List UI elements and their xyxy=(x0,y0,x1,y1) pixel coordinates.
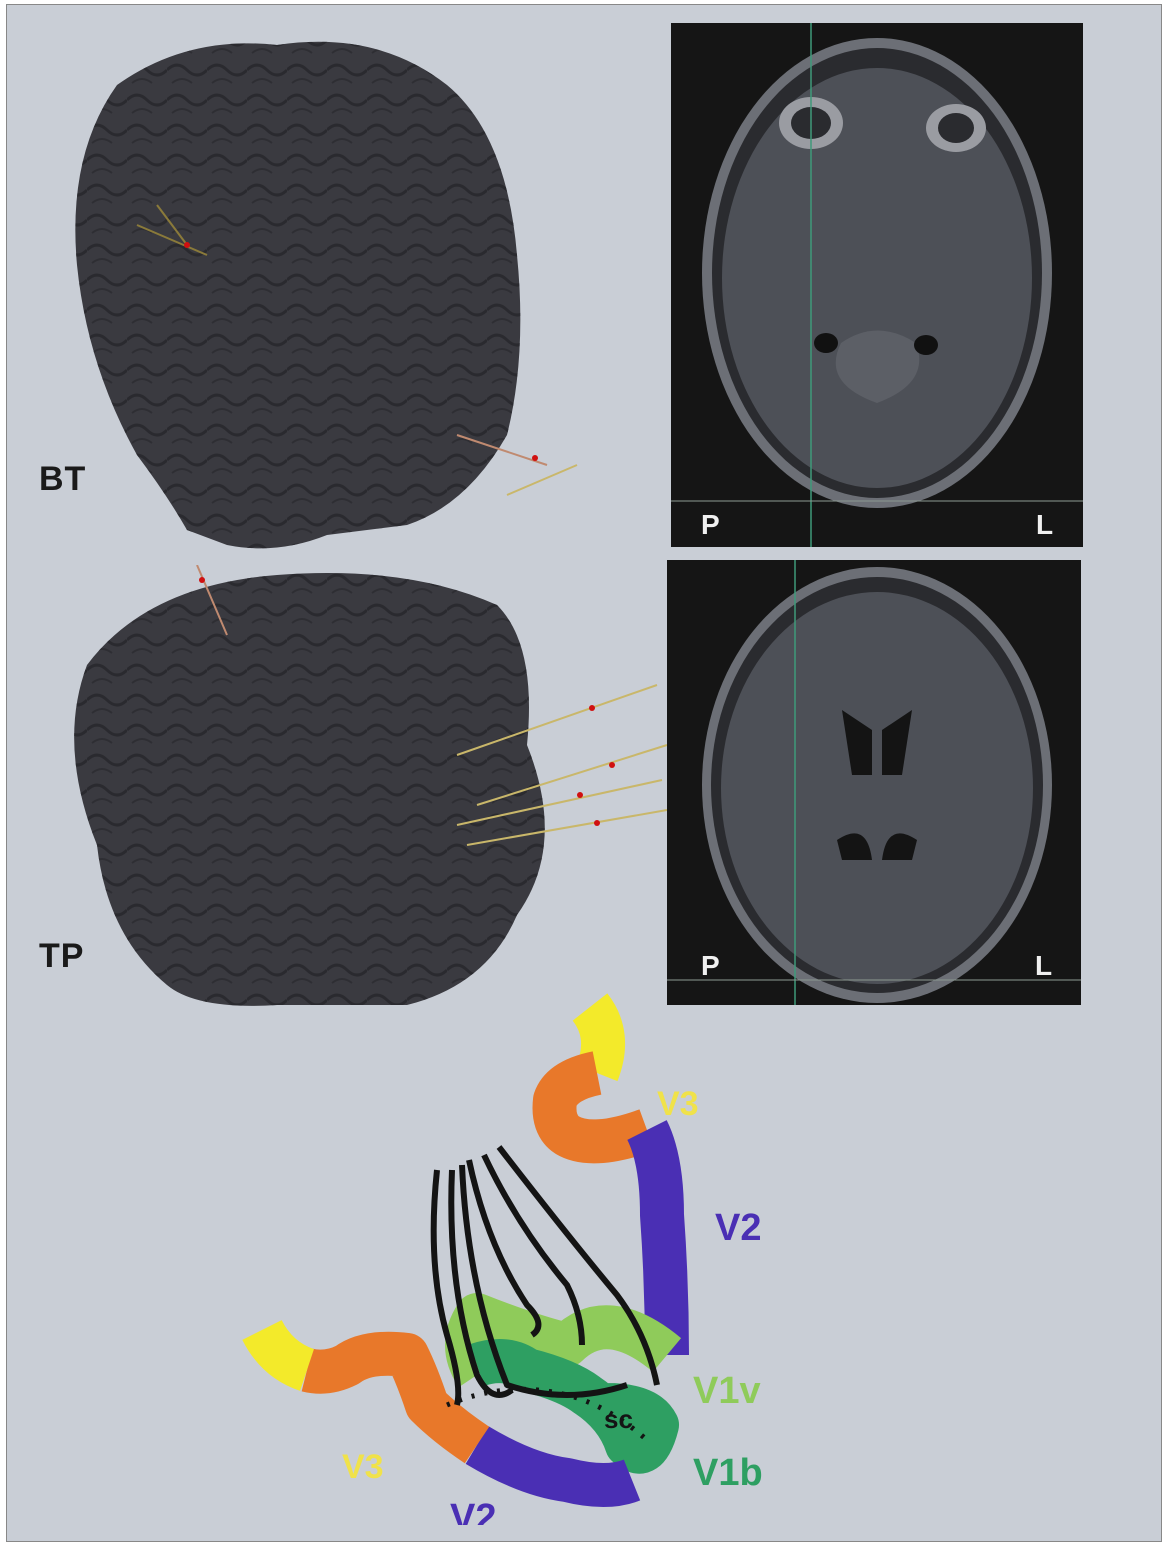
panel-label-bt: BT xyxy=(39,460,86,499)
mri-top-marker-p: P xyxy=(701,509,720,541)
brain-render-top xyxy=(47,25,607,585)
brain-render-bottom xyxy=(47,565,687,1025)
label-v3-lower: V3 xyxy=(342,1448,384,1486)
mri-bottom-marker-l: L xyxy=(1035,950,1052,982)
figure-panel: BT TP P L xyxy=(6,4,1162,1542)
panel-label-tp: TP xyxy=(39,937,84,976)
label-v1v: V1v xyxy=(693,1370,761,1412)
mri-slice-bottom: P L xyxy=(667,560,1081,1005)
label-sc: sc xyxy=(604,1404,633,1434)
mri-top-marker-l: L xyxy=(1036,509,1053,541)
label-v1b: V1b xyxy=(693,1452,763,1494)
label-v3-upper: V3 xyxy=(657,1085,699,1123)
mri-slice-top: P L xyxy=(671,23,1083,547)
mri-bottom-marker-p: P xyxy=(701,950,720,982)
visual-cortex-diagram: V3 V2 V1v sc V1b V3 V2 xyxy=(7,985,1162,1525)
label-v2-upper: V2 xyxy=(715,1207,761,1249)
label-v2-lower: V2 xyxy=(450,1497,496,1525)
upper-v3-orange-segment xyxy=(555,1073,648,1141)
lower-v3-yellow-segment xyxy=(262,1330,307,1370)
